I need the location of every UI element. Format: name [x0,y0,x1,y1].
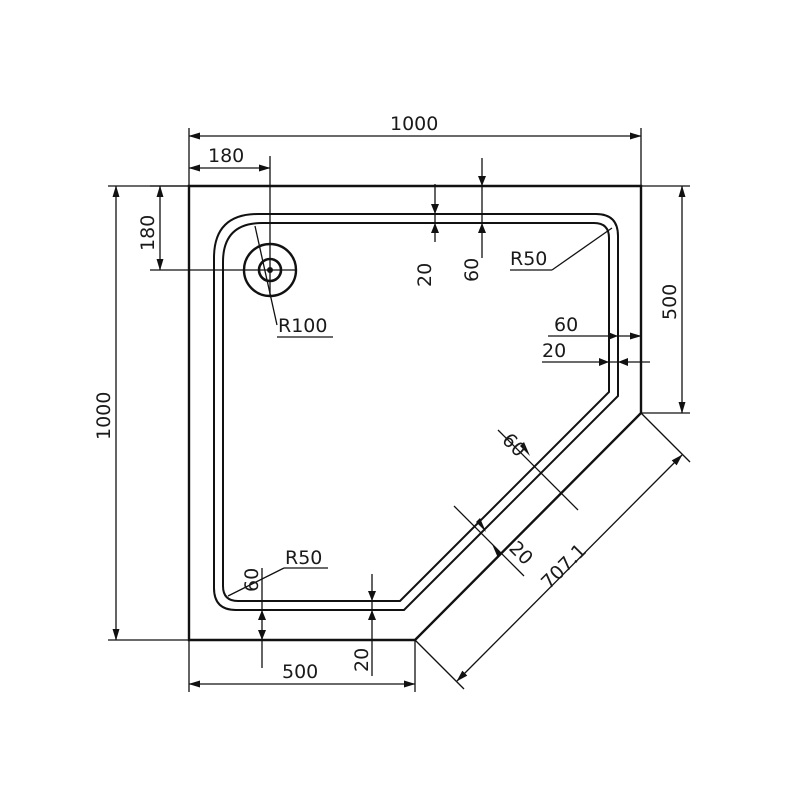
dim-bottom-side-text: 500 [282,661,318,683]
dim-right-side-text: 500 [659,284,681,320]
dim-top-rim-outer-arrow-down [478,176,486,186]
dim-right-rim-inner-arrow-left [599,358,609,366]
dim-top-rim-inner-arrow-up [431,223,439,233]
dim-radius-bottom-left-text: R50 [285,547,322,569]
dim-bottom-rim-inner-arrow-down [368,591,376,601]
dim-drain-y-text: 180 [137,215,159,251]
dim-bottom-rim-outer-arrow [258,630,266,640]
dim-right-rim-inner-arrow-right [618,358,628,366]
dim-right-rim-inner-text: 20 [542,340,566,362]
dim-diagonal-line [456,454,683,682]
dim-diag-rim-outer-line [497,429,579,511]
dim-diagonal-text: 707.1 [537,540,591,594]
dim-radius-top-right-text: R50 [510,248,547,270]
dim-bottom-rim-outer-arrow-up [258,610,266,620]
dim-bottom-rim-outer-text: 60 [241,568,263,592]
dim-radius-top-right-leader [551,227,613,271]
dim-drain-radius-text: R100 [278,315,327,337]
dim-drain-radius-leader [254,225,278,326]
dim-diag-rim-inner-arrow-b [492,544,502,558]
dim-diag-rim-outer-arrow [520,442,530,456]
dim-drain-x-text: 180 [208,145,244,167]
dim-right-rim-outer-arrow [608,332,618,340]
dim-top-rim-outer-text: 60 [461,258,483,282]
dim-width-top-text: 1000 [390,113,438,135]
dim-diag-rim-inner-arrow-a [476,518,486,532]
dim-diagonal-ext-top [640,412,691,463]
dim-diagonal-ext-bottom [414,639,465,690]
basin-rim-outer [213,213,619,611]
dim-diag-rim-inner-text: 20 [504,537,537,570]
dim-height-left-text: 1000 [93,392,115,440]
dim-bottom-rim-inner-arrow-up [368,610,376,620]
dim-top-rim-inner-arrow-down [431,204,439,214]
dim-diag-rim-inner-line [453,505,525,577]
dim-radius-bottom-left-leader [227,567,285,597]
basin-rim-inner [222,222,610,602]
dim-right-rim-outer-text: 60 [554,314,578,336]
dim-top-rim-inner-text: 20 [414,263,436,287]
dim-top-rim-outer-arrow-up [478,223,486,233]
dim-bottom-rim-inner-text: 20 [351,648,373,672]
